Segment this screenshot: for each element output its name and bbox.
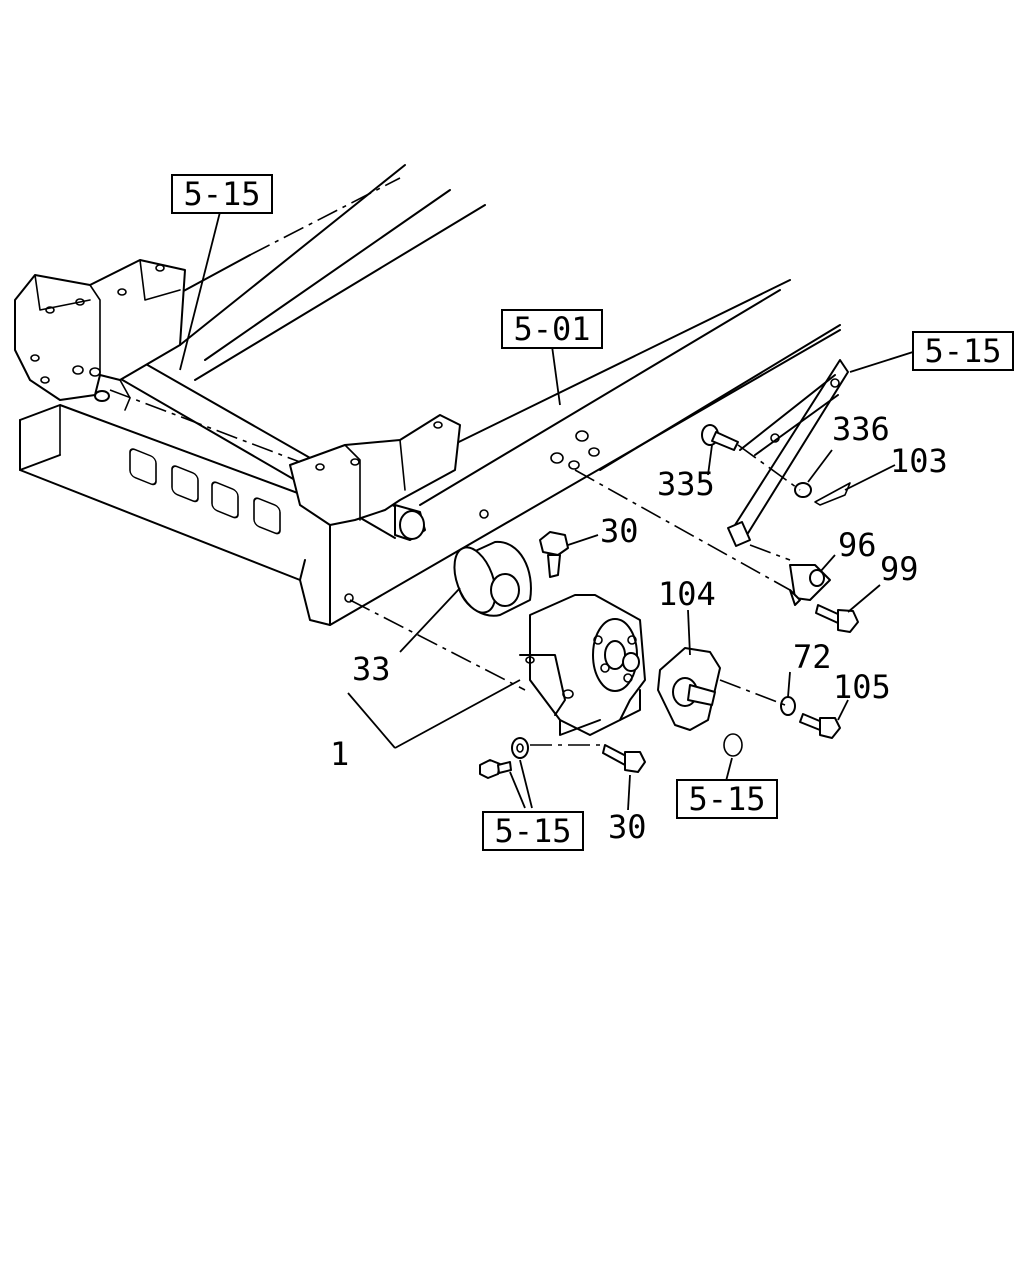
- ref-label-5: 5-15: [494, 812, 571, 850]
- ref-box-4[interactable]: 5-15: [676, 779, 778, 819]
- part-label-72: 72: [793, 638, 832, 676]
- washer-72: [780, 696, 796, 716]
- clip-103: [814, 482, 851, 506]
- ref-box-3[interactable]: 5-15: [912, 331, 1014, 371]
- bolt-30-upper: [539, 531, 569, 578]
- part-label-104: 104: [658, 575, 716, 613]
- bolt-nut-5-15: [479, 737, 529, 779]
- right-bracket: [289, 414, 461, 526]
- part-label-30-lower: 30: [608, 808, 647, 846]
- ref-label-3: 5-15: [924, 332, 1001, 370]
- frame-side-rail: [19, 279, 841, 626]
- frame-upper-rails: [129, 164, 841, 506]
- part-label-30-upper: 30: [600, 512, 639, 550]
- bolt-105: [799, 713, 841, 739]
- part-label-335: 335: [657, 465, 715, 503]
- ref-label-2: 5-01: [513, 310, 590, 348]
- part-label-99: 99: [880, 550, 919, 588]
- part-label-96: 96: [838, 526, 877, 564]
- part-label-1: 1: [330, 735, 349, 773]
- part-label-33: 33: [352, 650, 391, 688]
- bracket-96: [789, 564, 831, 606]
- center-lines: [109, 389, 801, 746]
- leader-lines: [179, 211, 914, 811]
- ref-label-1: 5-15: [183, 175, 260, 213]
- ref-label-4: 5-15: [688, 780, 765, 818]
- ref-box-1[interactable]: 5-15: [171, 174, 273, 214]
- snap-ring: [723, 733, 743, 757]
- plate-104: [657, 647, 721, 731]
- part-label-105: 105: [833, 668, 891, 706]
- part-labels: 30 33 1 30 104 72 105 96 99 335 336 103: [330, 410, 948, 846]
- ref-box-5[interactable]: 5-15: [482, 811, 584, 851]
- left-bracket: [14, 259, 186, 411]
- ref-box-2[interactable]: 5-01: [501, 309, 603, 349]
- pin-335: [701, 424, 739, 451]
- bushing-33: [453, 540, 532, 617]
- part-label-336: 336: [832, 410, 890, 448]
- part-label-103: 103: [890, 442, 948, 480]
- washer-336: [794, 482, 812, 498]
- mount-bracket-1: [519, 594, 646, 736]
- link-rod: [727, 359, 849, 547]
- bolt-30-lower: [602, 744, 646, 773]
